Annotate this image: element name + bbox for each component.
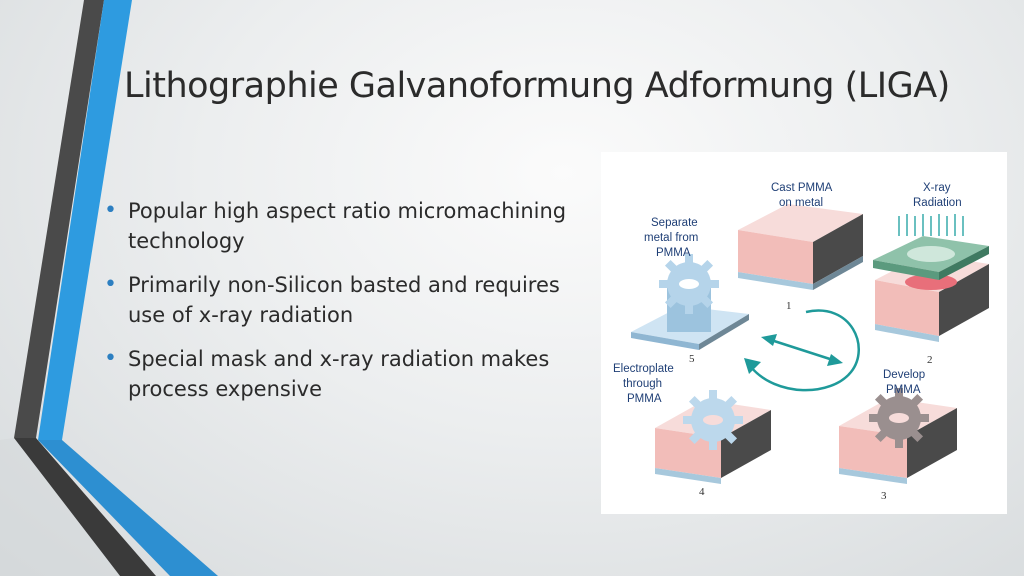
step-number-2: 2 xyxy=(927,354,933,366)
step-number-5: 5 xyxy=(689,353,695,365)
block-electroplate xyxy=(655,390,771,484)
block-develop-pmma xyxy=(839,388,957,484)
blue-diagonal-stripe xyxy=(38,440,218,576)
label-develop-line2: PMMA xyxy=(886,384,921,396)
block-xray-mask xyxy=(873,236,989,342)
process-diagram-svg: Cast PMMA on metal X-ray Radiation Separ… xyxy=(613,182,989,502)
bullet-text: Popular high aspect ratio micromachining… xyxy=(128,199,567,253)
bullet-item: • Primarily non-Silicon basted and requi… xyxy=(104,270,574,330)
label-develop-line1: Develop xyxy=(883,369,925,381)
xray-arrows xyxy=(898,214,964,236)
stripe-shadow xyxy=(0,438,120,576)
dark-diagonal-stripe xyxy=(14,438,156,576)
label-separate-line3: PMMA xyxy=(656,247,691,259)
label-electroplate-line1: Electroplate xyxy=(613,363,674,375)
bullet-item: • Special mask and x-ray radiation makes… xyxy=(104,344,574,404)
bullet-dot-icon: • xyxy=(104,346,117,371)
blue-stripe xyxy=(38,0,132,440)
dark-stripe xyxy=(14,0,104,438)
bullet-text: Primarily non-Silicon basted and require… xyxy=(128,273,560,327)
label-separate-line1: Separate xyxy=(651,217,698,229)
bullet-list: • Popular high aspect ratio micromachini… xyxy=(104,196,574,418)
cycle-arrows xyxy=(744,309,860,392)
label-xray-line1: X-ray xyxy=(923,182,951,194)
bullet-item: • Popular high aspect ratio micromachini… xyxy=(104,196,574,256)
step-number-1: 1 xyxy=(786,300,792,312)
label-electroplate-line2: through xyxy=(623,378,662,390)
bullet-dot-icon: • xyxy=(104,198,117,223)
decorative-stripes xyxy=(0,0,218,576)
label-separate-line2: metal from xyxy=(644,232,698,244)
label-electroplate-line3: PMMA xyxy=(627,393,662,405)
label-cast-pmma-line1: Cast PMMA xyxy=(771,182,833,194)
step-number-3: 3 xyxy=(881,490,887,502)
bullet-text: Special mask and x-ray radiation makes p… xyxy=(128,347,550,401)
label-xray-line2: Radiation xyxy=(913,197,962,209)
label-cast-pmma-line2: on metal xyxy=(779,197,823,209)
bullet-dot-icon: • xyxy=(104,272,117,297)
block-cast-pmma xyxy=(738,204,863,290)
liga-process-diagram: Cast PMMA on metal X-ray Radiation Separ… xyxy=(601,152,1007,514)
step-number-4: 4 xyxy=(699,486,705,498)
slide-title: Lithographie Galvanoformung Adformung (L… xyxy=(124,66,950,106)
block-separated-gear xyxy=(631,254,749,350)
